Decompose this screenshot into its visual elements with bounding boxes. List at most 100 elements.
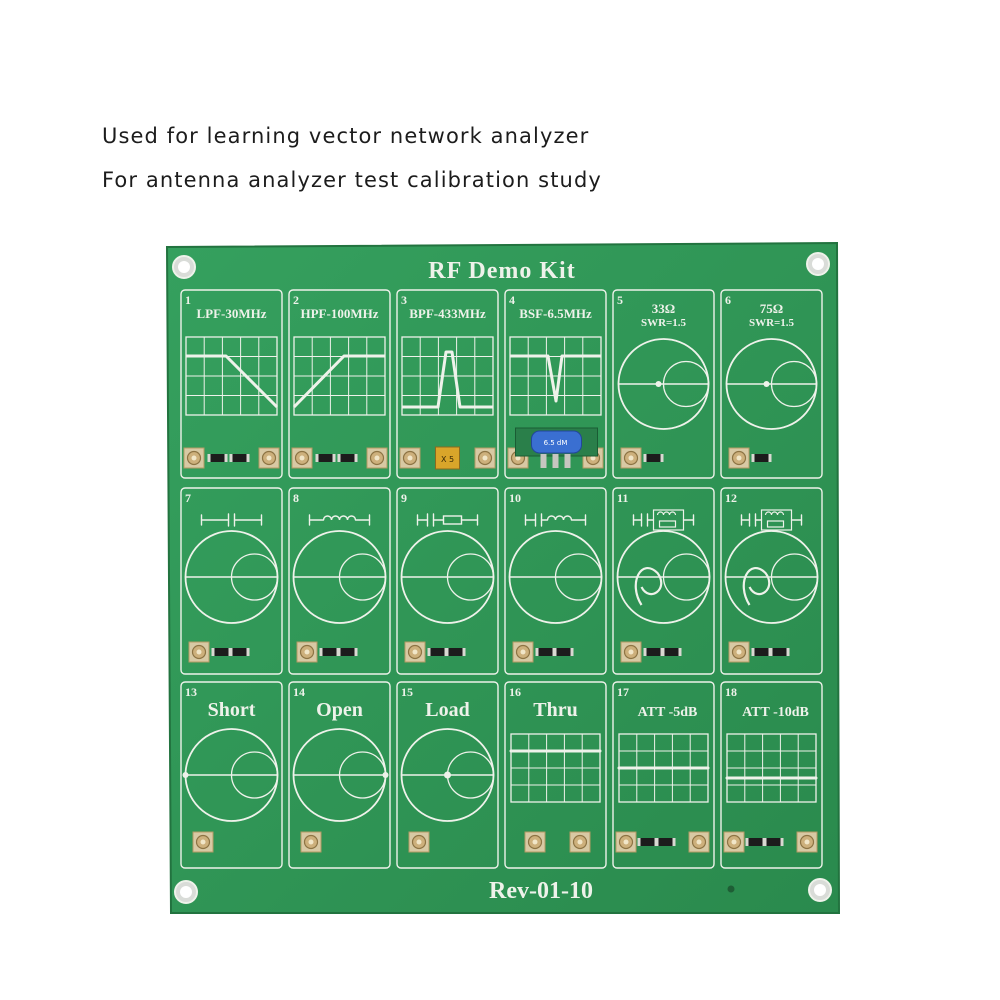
via-dot bbox=[727, 885, 735, 893]
module-9: 9 bbox=[396, 487, 499, 675]
module-11: 11 bbox=[612, 487, 715, 675]
ufl-connector bbox=[688, 831, 710, 853]
module-label: Open bbox=[316, 699, 363, 721]
module-label: 33Ω bbox=[652, 301, 675, 316]
ufl-connector bbox=[723, 831, 745, 853]
smith-chart-loop-graphic bbox=[616, 530, 711, 624]
module-label: Load bbox=[425, 699, 469, 721]
pcb-substrate bbox=[165, 241, 841, 914]
caption-vna-learning: Used for learning vector network analyze… bbox=[102, 124, 590, 148]
smd-component bbox=[315, 454, 336, 462]
ufl-connector bbox=[258, 447, 280, 469]
smd-component bbox=[445, 648, 466, 656]
module-number: 11 bbox=[617, 491, 628, 505]
module-outline bbox=[396, 487, 499, 675]
module-outline bbox=[288, 289, 391, 479]
smd-component bbox=[655, 838, 676, 846]
smith-chart-graphic bbox=[292, 728, 389, 822]
smd-component bbox=[769, 648, 790, 656]
smd-component bbox=[535, 648, 556, 656]
module-outline bbox=[504, 681, 607, 869]
ufl-connector bbox=[620, 641, 642, 663]
ufl-connector bbox=[728, 447, 750, 469]
smith-chart-graphic bbox=[400, 530, 495, 624]
module-outline bbox=[504, 289, 607, 479]
ufl-connector bbox=[569, 831, 591, 853]
smd-component bbox=[637, 838, 658, 846]
module-number: 5 bbox=[617, 293, 623, 307]
module-outline bbox=[720, 681, 823, 869]
ufl-connector bbox=[728, 641, 750, 663]
module-number: 2 bbox=[293, 293, 299, 307]
highpass-response-graphic bbox=[292, 336, 386, 416]
module-label: BPF-433MHz bbox=[409, 306, 486, 321]
module-number: 10 bbox=[509, 491, 521, 505]
ufl-connector bbox=[183, 447, 205, 469]
board-revision: Rev-01-10 bbox=[489, 878, 593, 904]
module-number: 14 bbox=[293, 685, 305, 699]
module-label: Thru bbox=[533, 699, 577, 721]
smd-component bbox=[427, 648, 448, 656]
capacitor-inductor-schematic-symbol bbox=[524, 513, 587, 527]
part-marking: X 5 bbox=[441, 455, 454, 464]
smith-chart-graphic bbox=[182, 728, 279, 822]
smith-chart-graphic bbox=[617, 338, 710, 430]
grid-flat-graphic bbox=[509, 733, 602, 803]
smd-component bbox=[337, 648, 358, 656]
mounting-hole bbox=[806, 252, 830, 276]
module-outline bbox=[612, 487, 715, 675]
module-sublabel: SWR=1.5 bbox=[749, 317, 795, 329]
ufl-connector bbox=[291, 447, 313, 469]
module-outline bbox=[180, 487, 283, 675]
module-label: ATT -10dB bbox=[742, 705, 809, 720]
module-label: 75Ω bbox=[760, 301, 783, 316]
part-marking: 6.5 dM bbox=[544, 439, 568, 447]
saw-filter-chip: X 5 bbox=[435, 446, 460, 470]
ufl-connector bbox=[796, 831, 818, 853]
smith-chart-graphic bbox=[725, 338, 818, 430]
ufl-connector bbox=[404, 641, 426, 663]
mounting-hole bbox=[174, 880, 198, 904]
smd-component bbox=[643, 648, 664, 656]
rlc-network-schematic-symbol bbox=[632, 509, 695, 531]
bandpass-response-graphic bbox=[401, 336, 494, 416]
ufl-connector bbox=[366, 447, 388, 469]
module-outline bbox=[720, 487, 823, 675]
module-label: BSF-6.5MHz bbox=[519, 306, 592, 321]
ufl-connector bbox=[399, 447, 421, 469]
module-sublabel: SWR=1.5 bbox=[641, 317, 687, 329]
rlc-network-schematic-symbol bbox=[740, 509, 803, 531]
ufl-connector bbox=[615, 831, 637, 853]
module-8: 8 bbox=[288, 487, 391, 675]
smd-component bbox=[763, 838, 784, 846]
module-outline bbox=[180, 681, 283, 869]
module-outline bbox=[288, 681, 391, 869]
module-number: 6 bbox=[725, 293, 731, 307]
smith-chart-graphic bbox=[508, 530, 603, 624]
smd-component bbox=[553, 648, 574, 656]
lowpass-response-graphic bbox=[185, 336, 279, 416]
smith-chart-loop-graphic bbox=[724, 530, 819, 624]
ufl-connector bbox=[620, 447, 642, 469]
ufl-connector bbox=[296, 641, 318, 663]
module-number: 4 bbox=[509, 293, 515, 307]
module-number: 1 bbox=[185, 293, 191, 307]
module-outline bbox=[612, 289, 715, 479]
module-outline bbox=[396, 681, 499, 869]
module-number: 3 bbox=[401, 293, 407, 307]
module-outline bbox=[396, 289, 499, 479]
module-number: 9 bbox=[401, 491, 407, 505]
module-number: 7 bbox=[185, 491, 191, 505]
smd-component bbox=[751, 454, 772, 462]
board-title: RF Demo Kit bbox=[428, 258, 575, 284]
ufl-connector bbox=[188, 641, 210, 663]
